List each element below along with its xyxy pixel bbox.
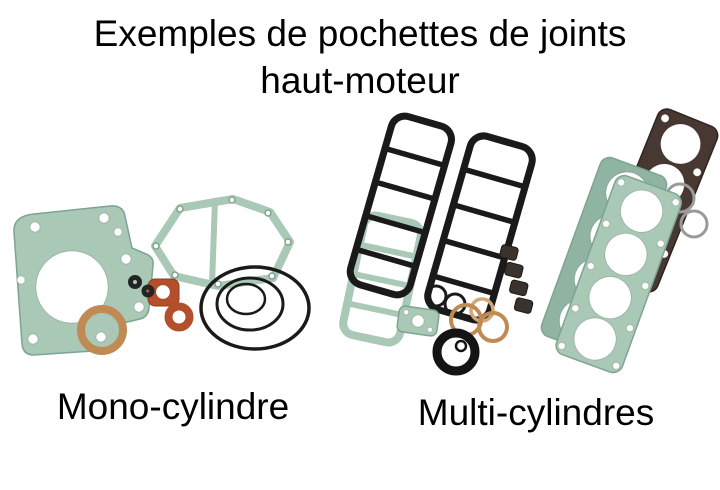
valve-cover-rung (376, 180, 434, 201)
caption-multi-cylindres: Multi-cylindres (417, 392, 655, 433)
cover-gasket-bolt-holes (152, 196, 292, 288)
head-gasket-green-front (555, 174, 683, 374)
bolt-hole (692, 167, 702, 177)
bolt-hole (671, 198, 680, 207)
title-line-2: haut-moteur (260, 60, 460, 101)
small-green-gasket (396, 305, 440, 337)
o-ring-large (199, 265, 311, 351)
bolt-hole (426, 326, 433, 333)
bolt-hole (284, 238, 292, 246)
bolt-hole (29, 221, 41, 233)
bolt-hole (16, 275, 26, 285)
bolt-hole (214, 280, 222, 288)
multi-gasket-kit-illustration (339, 108, 719, 376)
bolt-hole (617, 178, 626, 187)
mono-cylinder-kit-image (2, 190, 332, 390)
black-o-rings (199, 265, 311, 351)
valve-stem-seal (499, 244, 519, 261)
rubber-seal (128, 275, 142, 289)
bolt-hole (113, 227, 123, 237)
bolt-hole (571, 304, 580, 313)
bolt-hole (95, 331, 107, 343)
copper-exhaust-ring (77, 305, 127, 355)
valve-cover-rung (464, 167, 524, 189)
bolt-hole (98, 212, 110, 224)
bolt-hole (602, 219, 611, 228)
valve-cover-rung (386, 146, 444, 168)
mono-gasket-kit-illustration (13, 195, 311, 356)
o-ring-medium (215, 276, 285, 332)
valve-cover-rung (366, 214, 425, 235)
bolt-hole (264, 209, 272, 217)
o-ring-small (225, 282, 267, 316)
page-title: Exemples de pochettes de joints haut-mot… (0, 10, 720, 104)
cylinder-bore-hole (620, 189, 664, 233)
bolt-holes (16, 212, 145, 345)
bolt-hole (27, 333, 39, 345)
bolt-hole (586, 262, 595, 271)
multi-cylinder-kit-image (328, 100, 720, 397)
cylinder-bore-hole (35, 250, 109, 324)
caption-mono-cylindre: Mono-cylindre (56, 386, 290, 427)
valve-cover-rung (454, 203, 514, 225)
valve-cover-rung (357, 247, 415, 269)
orange-gasket-plate-hole (155, 284, 171, 300)
bolt-hole (176, 205, 184, 213)
cover-gasket-green (151, 195, 294, 290)
valve-stem-seal (513, 297, 534, 314)
bolt-hole (268, 272, 276, 280)
rubber-seal (141, 284, 155, 298)
black-washer (424, 284, 448, 308)
bolt-hole (660, 113, 670, 123)
bolt-hole (152, 242, 160, 250)
head-gaskets-green-pair (540, 156, 683, 374)
orange-gasket-ring (164, 302, 194, 332)
bolt-hole (171, 271, 179, 279)
valve-cover-rung (444, 238, 504, 260)
valve-cover-rung (434, 274, 494, 296)
bolt-hole (120, 253, 132, 265)
cam-cover-rung (360, 242, 416, 259)
cylinder-bore-hole (588, 276, 632, 320)
bolt-hole (557, 341, 566, 350)
bolt-hole (656, 239, 665, 248)
orange-exhaust-gaskets (147, 278, 194, 332)
copper-washer (477, 311, 509, 343)
oil-seal (432, 328, 480, 376)
oil-seal-inner-hole (454, 339, 468, 353)
metal-ring (679, 209, 709, 239)
bolt-hole (228, 196, 236, 204)
base-gasket-green (13, 205, 154, 356)
valve-stem-seals (499, 244, 534, 314)
valve-stem-seal (504, 261, 524, 279)
oil-seal-body (432, 328, 480, 376)
valve-stem-seal (509, 279, 529, 297)
bolt-hole (641, 281, 650, 290)
cylinder-bore-hole (660, 123, 702, 165)
cylinder-bore-hole (604, 232, 648, 276)
cover-gasket-rib (209, 200, 218, 285)
small-gasket-hole (411, 314, 425, 328)
title-line-1: Exemples de pochettes de joints (93, 13, 627, 54)
bolt-hole (133, 301, 145, 313)
bolt-hole (625, 324, 634, 333)
cylinder-bore-hole (573, 317, 617, 361)
valve-cover-frame (346, 112, 455, 299)
valve-cover-gasket-black-left (346, 112, 455, 299)
small-rubber-seals (128, 275, 155, 298)
bolt-hole (403, 309, 410, 316)
bolt-hole (612, 361, 621, 370)
cam-cover-rung (354, 271, 410, 289)
cam-cover-rung (348, 301, 404, 318)
